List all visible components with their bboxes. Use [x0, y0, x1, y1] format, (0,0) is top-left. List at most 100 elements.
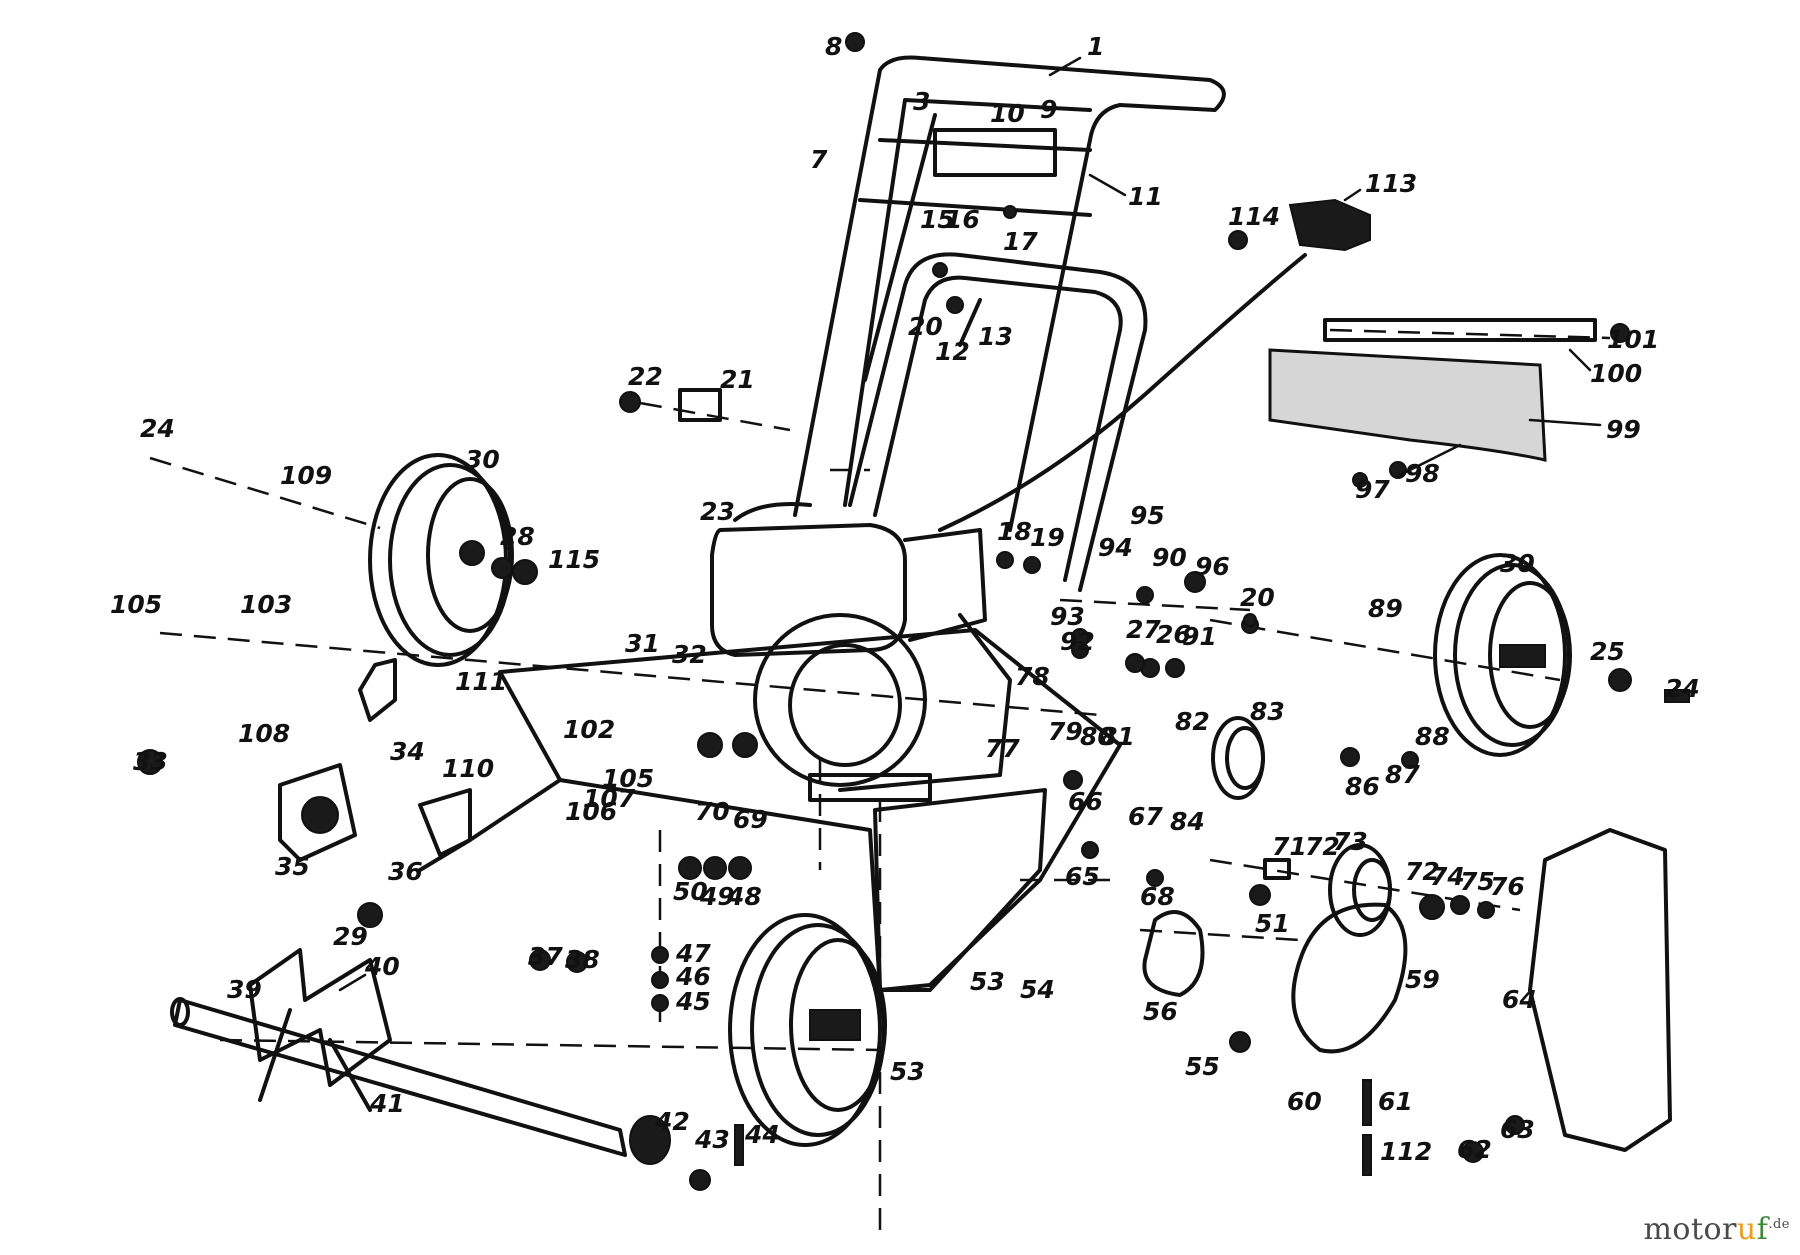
part-label-99: 99	[1606, 415, 1641, 444]
part-label-24: 24	[140, 414, 175, 443]
part-label-110: 110	[442, 754, 494, 783]
part-label-30: 30	[1500, 549, 1535, 578]
part-label-44: 44	[744, 1120, 780, 1149]
part-label-92: 92	[1060, 627, 1095, 656]
part-label-47: 47	[675, 939, 711, 968]
part-label-105: 105	[110, 590, 162, 619]
part-label-59: 59	[1405, 965, 1440, 994]
wheel-left-rear	[368, 453, 514, 667]
part-label-63: 63	[1500, 1115, 1535, 1144]
part-label-90: 90	[1152, 543, 1187, 572]
part-label-84: 84	[1170, 807, 1205, 836]
part-label-108: 108	[238, 719, 290, 748]
part-label-19: 19	[1030, 523, 1065, 552]
part-label-49: 49	[699, 882, 735, 911]
part-label-43: 43	[694, 1125, 730, 1154]
part-label-42: 42	[654, 1107, 690, 1136]
throttle-lever	[1288, 198, 1371, 252]
part-label-34: 34	[390, 737, 425, 766]
part-label-32: 32	[672, 640, 707, 669]
part-label-18: 18	[997, 517, 1032, 546]
part-label-109: 109	[280, 461, 332, 490]
part-label-48: 48	[726, 882, 762, 911]
part-label-20: 20	[908, 312, 943, 341]
part-label-26: 26	[1156, 620, 1191, 649]
fasteners	[137, 32, 1690, 1191]
part-label-45: 45	[675, 987, 711, 1016]
part-label-91: 91	[1182, 622, 1217, 651]
wheel-right-rear	[1433, 553, 1572, 757]
part-label-98: 98	[1405, 459, 1440, 488]
part-label-51: 51	[1255, 909, 1290, 938]
part-label-75: 75	[1460, 867, 1495, 896]
part-label-74: 74	[1430, 862, 1465, 891]
part-label-41: 41	[369, 1089, 405, 1118]
part-label-30: 30	[465, 445, 500, 474]
part-label-61: 61	[1378, 1087, 1413, 1116]
part-label-72: 72	[1305, 832, 1340, 861]
part-label-107: 107	[583, 784, 636, 813]
part-label-54: 54	[1020, 975, 1055, 1004]
pulley-assembly	[1142, 716, 1408, 1054]
watermark-suffix: .de	[1768, 1217, 1790, 1232]
part-label-72: 72	[1405, 857, 1440, 886]
part-label-15: 15	[920, 205, 955, 234]
watermark-part2: u	[1736, 1212, 1757, 1247]
part-label-53: 53	[970, 967, 1005, 996]
part-label-37: 37	[528, 942, 563, 971]
part-label-100: 100	[1590, 359, 1642, 388]
part-label-16: 16	[945, 205, 980, 234]
part-label-17: 17	[1003, 227, 1038, 256]
throttle-cable	[938, 253, 1307, 532]
part-label-67: 67	[1128, 802, 1163, 831]
part-label-103: 103	[240, 590, 292, 619]
part-label-8: 8	[825, 32, 842, 61]
handle-bar	[793, 55, 1226, 532]
part-label-76: 76	[1490, 872, 1525, 901]
part-label-68: 68	[1140, 882, 1175, 911]
part-label-78: 78	[1015, 662, 1050, 691]
part-label-79: 79	[1048, 717, 1083, 746]
part-label-31: 31	[625, 629, 660, 658]
part-label-3: 3	[913, 87, 930, 116]
tine-shaft	[170, 948, 671, 1165]
part-label-66: 66	[1068, 787, 1103, 816]
lower-handle	[848, 252, 1148, 592]
part-label-56: 56	[1143, 997, 1178, 1026]
part-label-114: 114	[1228, 202, 1280, 231]
part-label-38: 38	[565, 945, 600, 974]
watermark-part3: f	[1756, 1212, 1769, 1247]
part-label-9: 9	[1040, 95, 1057, 124]
part-label-12: 12	[935, 337, 970, 366]
part-label-73: 73	[1333, 827, 1368, 856]
part-label-88: 88	[1415, 722, 1450, 751]
part-label-112: 112	[1380, 1137, 1432, 1166]
height-adjuster	[278, 658, 472, 862]
part-label-82: 82	[1175, 707, 1210, 736]
watermark-logo: motoruf.de	[1643, 1212, 1790, 1247]
part-label-33: 33	[133, 747, 168, 776]
part-label-36: 36	[388, 857, 423, 886]
part-label-94: 94	[1098, 533, 1133, 562]
part-label-50: 50	[673, 877, 708, 906]
part-label-102: 102	[563, 715, 615, 744]
part-label-7: 7	[810, 145, 828, 174]
part-label-55: 55	[1185, 1052, 1220, 1081]
part-label-69: 69	[733, 805, 768, 834]
part-label-22: 22	[628, 362, 663, 391]
part-label-65: 65	[1065, 862, 1100, 891]
part-label-95: 95	[1130, 501, 1165, 530]
part-label-96: 96	[1195, 552, 1230, 581]
part-label-87: 87	[1385, 760, 1420, 789]
leader-lines	[338, 56, 1602, 992]
part-label-23: 23	[700, 497, 735, 526]
part-label-106: 106	[565, 797, 617, 826]
part-label-11: 11	[1128, 182, 1163, 211]
part-label-64: 64	[1502, 985, 1537, 1014]
part-label-115: 115	[548, 545, 600, 574]
part-label-101: 101	[1607, 325, 1659, 354]
part-label-80: 80	[1080, 722, 1115, 751]
part-label-21: 21	[720, 365, 755, 394]
part-label-83: 83	[1250, 697, 1285, 726]
